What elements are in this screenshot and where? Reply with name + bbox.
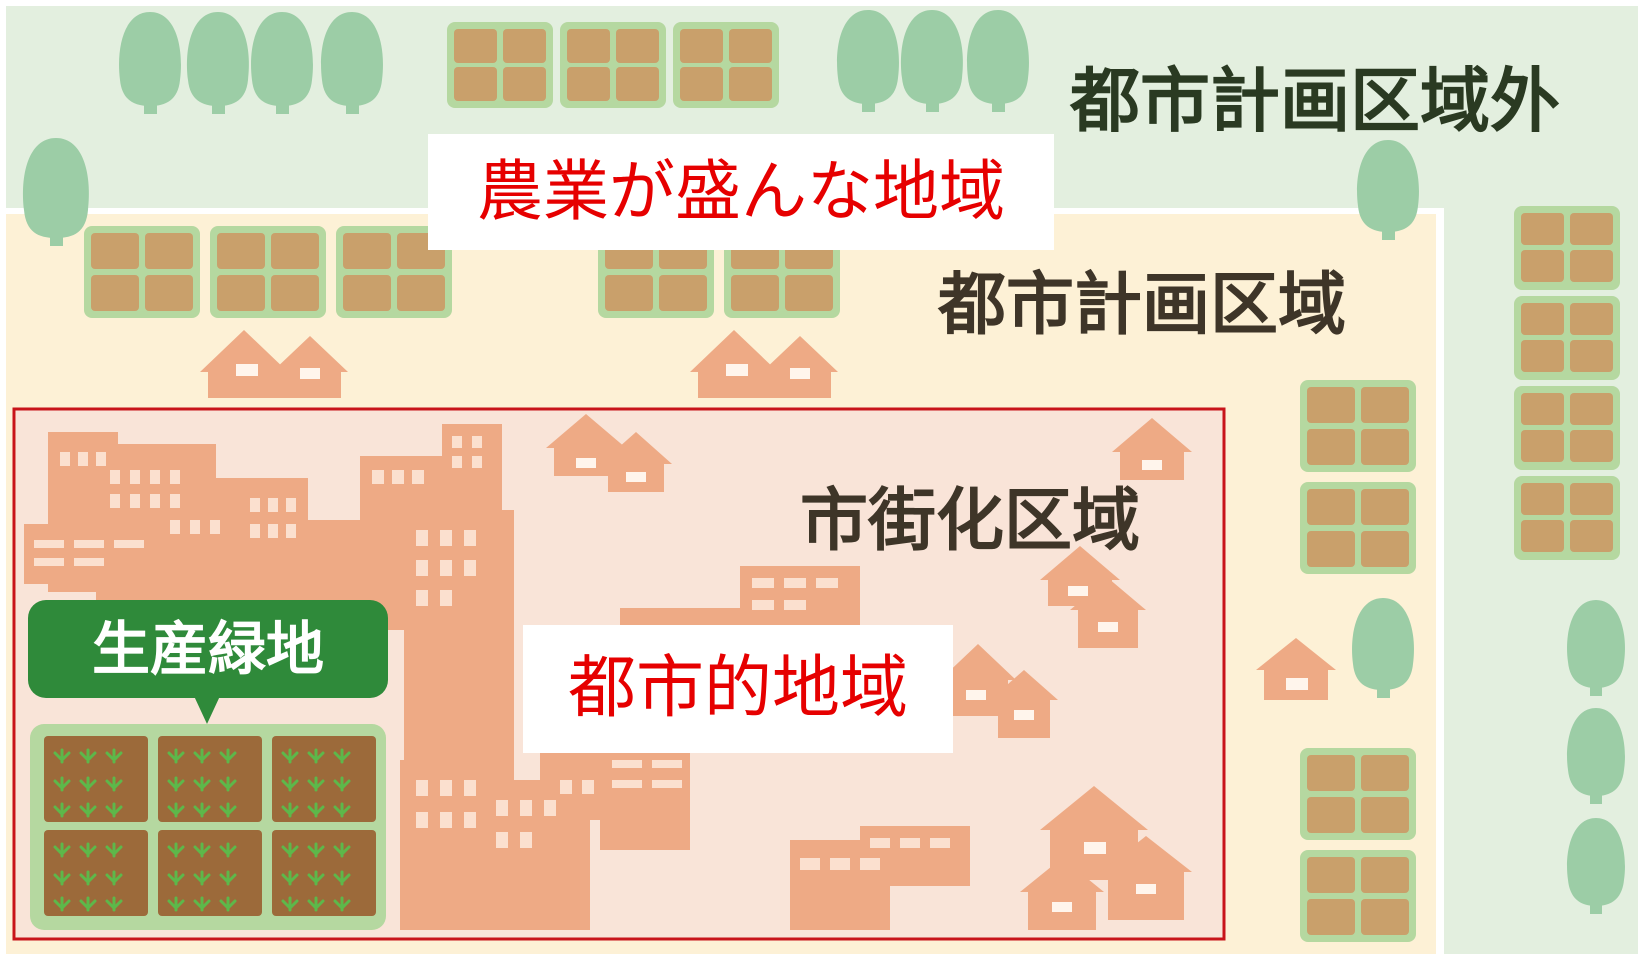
tree-icon bbox=[187, 12, 249, 114]
tree-icon bbox=[837, 10, 899, 112]
tree-icon bbox=[967, 10, 1029, 112]
productive-green-land-label: 生産緑地 bbox=[91, 615, 324, 683]
tree-icon bbox=[1567, 708, 1625, 804]
tree-icon bbox=[1357, 140, 1419, 240]
outside-planning-area-label: 都市計画区域外 bbox=[1070, 60, 1560, 142]
farm-field-plots bbox=[84, 22, 1620, 942]
productive-green-land-badge: 生産緑地 bbox=[28, 600, 388, 698]
urban-region-boundary bbox=[12, 407, 1226, 941]
planning-area-label: 都市計画区域 bbox=[938, 266, 1347, 345]
urban-region-text: 都市的地域 bbox=[567, 649, 908, 728]
tree-icon bbox=[321, 12, 383, 114]
urbanization-area-label: 市街化区域 bbox=[800, 482, 1141, 561]
house-icon bbox=[1256, 638, 1336, 700]
tree-icon bbox=[901, 10, 963, 112]
tree-icon bbox=[1567, 600, 1625, 696]
agricultural-region-text: 農業が盛んな地域 bbox=[477, 153, 1005, 230]
house-icon bbox=[200, 330, 348, 398]
badge-pointer bbox=[194, 696, 220, 724]
productive-green-land-field bbox=[30, 724, 386, 930]
house-icon bbox=[546, 414, 1192, 930]
urban-region-callout: 都市的地域 bbox=[523, 625, 953, 753]
house-windows bbox=[576, 458, 1162, 912]
tree-icon bbox=[1567, 818, 1625, 914]
tree-icon bbox=[1352, 598, 1414, 698]
house-icon bbox=[690, 330, 838, 398]
agricultural-region-callout: 農業が盛んな地域 bbox=[428, 134, 1054, 250]
tree-icon bbox=[251, 12, 313, 114]
tree-icon bbox=[119, 12, 181, 114]
tree-icon bbox=[23, 138, 89, 246]
building-windows bbox=[34, 436, 950, 870]
